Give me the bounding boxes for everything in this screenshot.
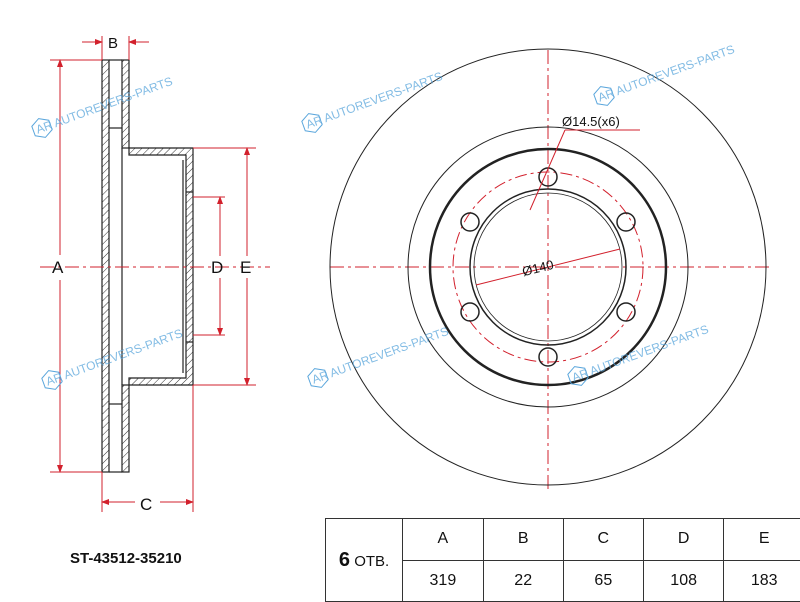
header-c: C [562,518,644,561]
value-d: 108 [642,559,725,602]
value-c: 65 [562,559,644,602]
label-d: D [211,258,223,277]
holes-count-cell: 6 ОТВ. [324,518,404,602]
svg-text:AR: AR [596,86,617,105]
value-b: 22 [482,559,564,602]
svg-text:AUTOREVERS-PARTS: AUTOREVERS-PARTS [322,69,445,125]
label-b: B [108,35,118,52]
part-number: ST-43512-35210 [70,550,182,567]
cross-section-view [101,59,194,473]
svg-text:AUTOREVERS-PARTS: AUTOREVERS-PARTS [52,74,175,130]
svg-text:AR: AR [570,366,591,385]
svg-text:AR: AR [310,368,331,387]
label-c: C [140,495,152,514]
dimension-lines [40,36,770,512]
label-e: E [240,258,251,277]
value-a: 319 [402,559,484,602]
value-e: 183 [723,559,800,602]
front-view [329,48,767,486]
pcd-label: Ø140 [521,257,555,279]
header-b: B [482,518,564,561]
holes-count: 6 [338,548,351,571]
spec-table: 6 ОТВ. A B C D E 319 22 65 108 183 [324,518,800,602]
bolt-hole-label: Ø14.5(x6) [562,114,620,129]
header-e: E [723,518,800,561]
svg-text:AUTOREVERS-PARTS: AUTOREVERS-PARTS [588,322,711,378]
header-d: D [642,518,725,561]
svg-text:AR: AR [304,113,325,132]
svg-text:AUTOREVERS-PARTS: AUTOREVERS-PARTS [328,324,451,380]
svg-text:AR: AR [44,370,65,389]
svg-text:AR: AR [34,118,55,137]
label-a: A [52,258,64,277]
holes-unit: ОТВ. [354,552,390,570]
header-a: A [402,518,484,561]
svg-text:AUTOREVERS-PARTS: AUTOREVERS-PARTS [62,326,185,382]
